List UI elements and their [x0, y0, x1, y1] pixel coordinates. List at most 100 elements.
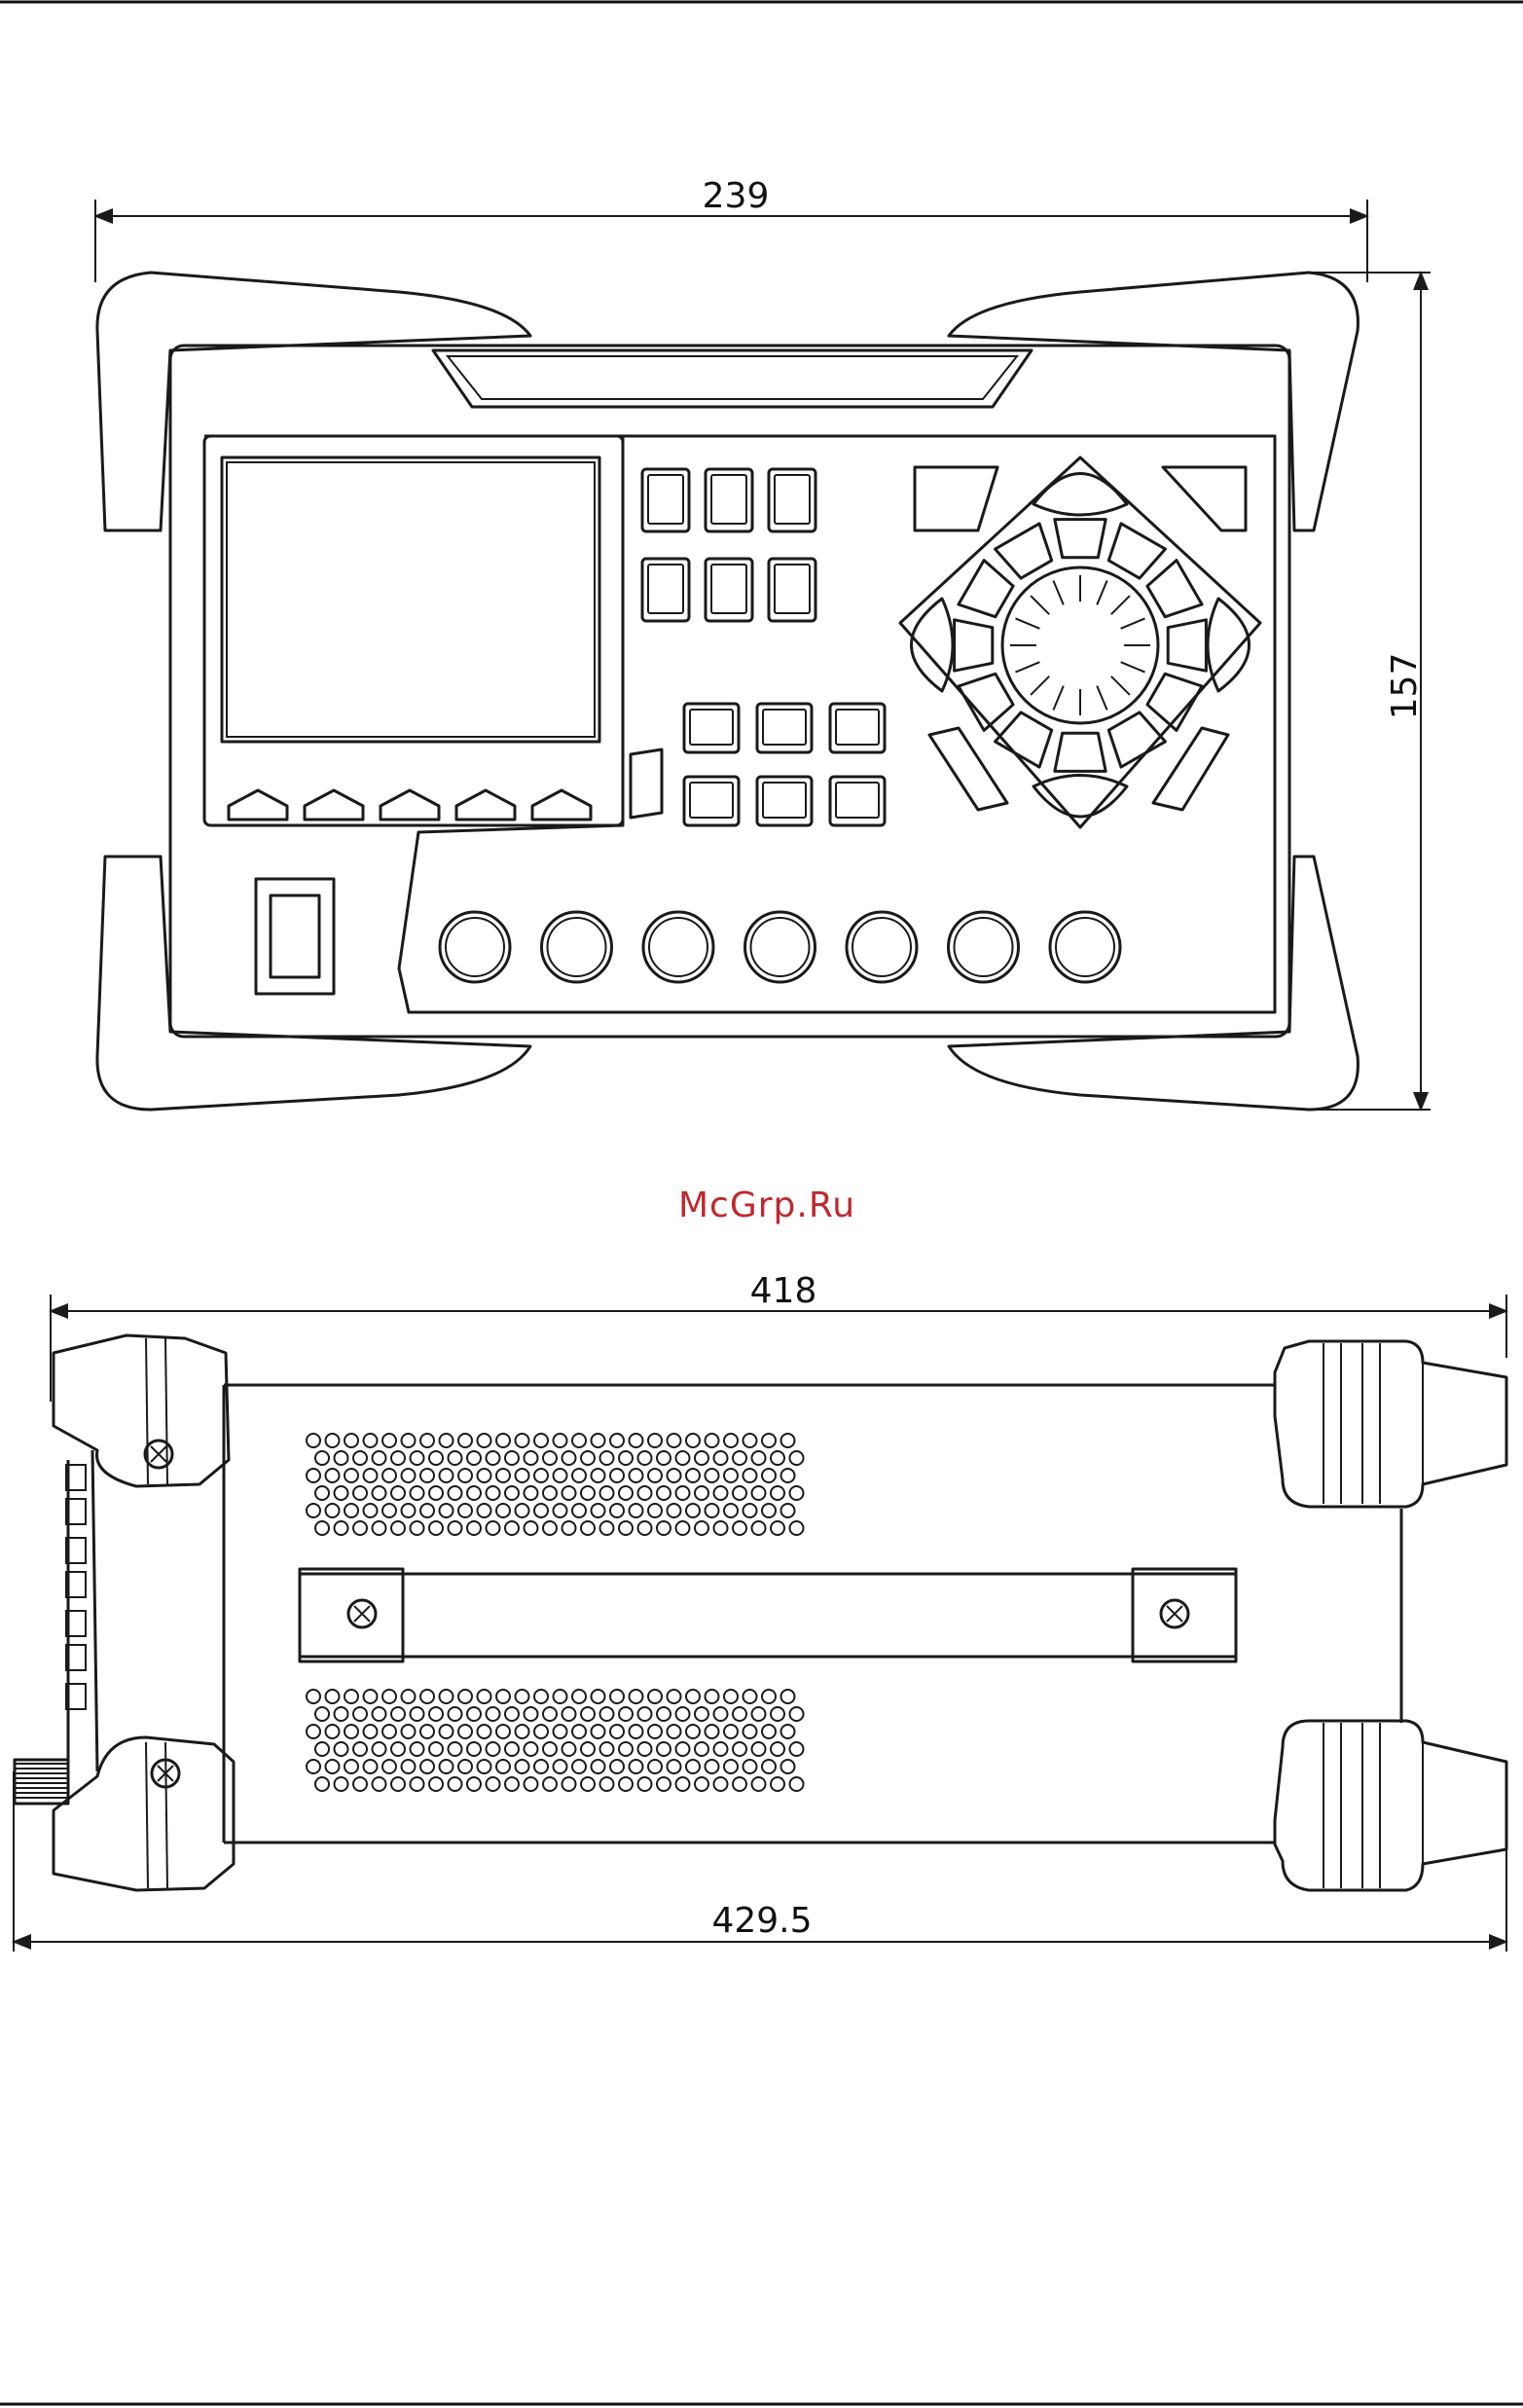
vent-hole [619, 1777, 633, 1791]
binding-post[interactable] [745, 912, 816, 982]
vent-hole [686, 1469, 700, 1482]
vent-hole [487, 1451, 500, 1465]
ring-key[interactable] [955, 620, 993, 671]
ring-key[interactable] [996, 524, 1052, 578]
vent-hole [420, 1434, 434, 1447]
vent-hole [353, 1486, 367, 1500]
function-key[interactable] [769, 559, 816, 621]
vent-hole [373, 1486, 386, 1500]
vent-hole [771, 1521, 784, 1535]
vent-hole [638, 1521, 652, 1535]
arrow-key-down[interactable] [1033, 776, 1127, 818]
vent-hole [581, 1521, 595, 1535]
vent-hole [562, 1451, 576, 1465]
vent-hole [516, 1504, 529, 1517]
upper-key-grid [642, 469, 816, 621]
vent-hole [315, 1742, 329, 1756]
vent-hole [525, 1707, 538, 1721]
binding-post[interactable] [440, 912, 510, 982]
vent-hole [543, 1777, 557, 1791]
ring-key[interactable] [1055, 520, 1106, 558]
vent-hole [315, 1486, 329, 1500]
vent-hole [478, 1690, 491, 1703]
vent-hole [543, 1451, 557, 1465]
vent-hole [420, 1690, 434, 1703]
vent-hole [562, 1777, 576, 1791]
vent-hole [353, 1707, 367, 1721]
vent-hole [752, 1486, 766, 1500]
vent-hole [638, 1451, 652, 1465]
vent-hole [752, 1742, 766, 1756]
vent-hole [534, 1690, 548, 1703]
vent-hole [581, 1486, 595, 1500]
vent-hole [592, 1760, 605, 1773]
vent-hole [467, 1742, 481, 1756]
vent-hole [382, 1760, 396, 1773]
function-key[interactable] [769, 469, 816, 531]
binding-post[interactable] [1050, 912, 1120, 982]
vent-hole [429, 1521, 443, 1535]
side-key[interactable] [631, 749, 662, 818]
vent-hole [353, 1777, 367, 1791]
vent-hole [478, 1434, 491, 1447]
vent-hole [344, 1469, 358, 1482]
vent-hole [668, 1760, 681, 1773]
vent-hole [429, 1486, 443, 1500]
trapezoid-key-left[interactable] [915, 467, 997, 530]
vent-hole [420, 1725, 434, 1738]
softkey[interactable] [532, 790, 591, 820]
softkey[interactable] [305, 790, 363, 820]
vent-hole [449, 1521, 462, 1535]
trapezoid-key-right[interactable] [1163, 467, 1246, 530]
function-key[interactable] [706, 469, 752, 531]
binding-post[interactable] [949, 912, 1019, 982]
vent-hole [581, 1777, 595, 1791]
vent-hole [516, 1434, 529, 1447]
vent-hole [382, 1504, 396, 1517]
vent-hole [676, 1521, 690, 1535]
vent-hole [505, 1742, 519, 1756]
softkey[interactable] [381, 790, 439, 820]
vent-hole [724, 1504, 738, 1517]
vent-hole [440, 1469, 453, 1482]
function-key[interactable] [642, 559, 689, 621]
arrow-key-up[interactable] [1033, 474, 1127, 516]
vent-hole [326, 1469, 340, 1482]
vent-hole [440, 1760, 453, 1773]
bumper-top-right [949, 273, 1358, 530]
vent-hole [638, 1777, 652, 1791]
binding-post[interactable] [847, 912, 917, 982]
vent-hole [619, 1486, 633, 1500]
binding-post[interactable] [542, 912, 612, 982]
vent-hole [686, 1725, 700, 1738]
softkey[interactable] [229, 790, 287, 820]
vent-hole [676, 1777, 690, 1791]
vent-hole [695, 1742, 708, 1756]
vent-hole [420, 1760, 434, 1773]
vent-hole [554, 1469, 567, 1482]
front-height-label: 157 [1385, 653, 1425, 720]
binding-post[interactable] [643, 912, 713, 982]
softkey[interactable] [456, 790, 515, 820]
power-switch[interactable] [271, 895, 319, 977]
vent-hole [790, 1486, 804, 1500]
vent-hole [706, 1690, 719, 1703]
ring-key[interactable] [1168, 620, 1206, 671]
top-depth-label: 418 [750, 1271, 817, 1311]
output-terminals [440, 912, 1120, 982]
vent-hole [307, 1434, 320, 1447]
vent-hole [714, 1707, 728, 1721]
ring-key[interactable] [959, 561, 1013, 617]
ring-key[interactable] [1055, 733, 1106, 771]
vent-hole [592, 1469, 605, 1482]
ring-key[interactable] [1147, 561, 1202, 617]
ring-key[interactable] [1108, 524, 1165, 578]
function-key[interactable] [706, 559, 752, 621]
vent-hole [781, 1504, 795, 1517]
vent-hole [610, 1760, 624, 1773]
function-key[interactable] [642, 469, 689, 531]
vent-hole [458, 1504, 472, 1517]
vent-hole [781, 1469, 795, 1482]
vent-hole [543, 1521, 557, 1535]
vent-hole [496, 1434, 510, 1447]
